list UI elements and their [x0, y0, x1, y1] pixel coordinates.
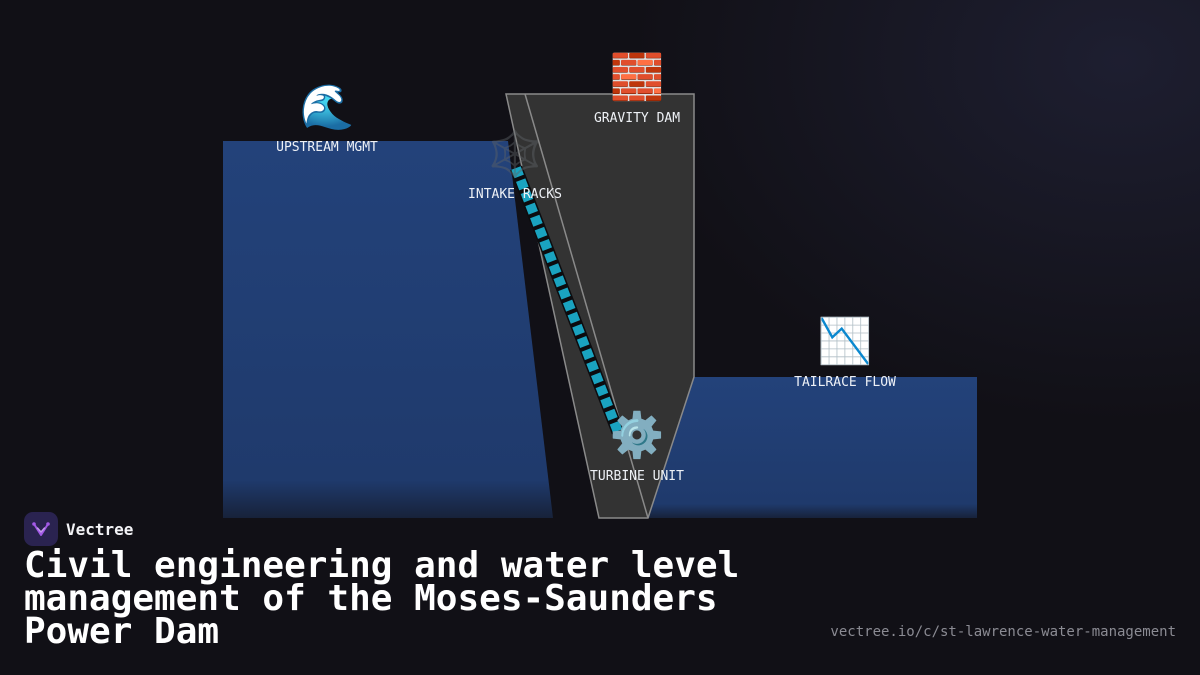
chart-decreasing-icon: 📉 [817, 316, 873, 367]
gravity-dam-body [505, 93, 695, 519]
dam-label: GRAVITY DAM [593, 111, 681, 126]
brand[interactable]: Vectree [24, 512, 133, 546]
gear-icon: ⚙️ [609, 410, 665, 461]
vectree-logo-icon [24, 512, 58, 546]
page-title: Civil engineering and water level manage… [24, 545, 740, 652]
web-icon: 🕸️ [487, 129, 543, 180]
upstream-label: UPSTREAM MGMT [276, 140, 378, 155]
wave-icon: 🌊 [299, 82, 355, 133]
penstock-flow [511, 166, 623, 434]
upstream-reservoir [223, 141, 553, 518]
intake-label: INTAKE RACKS [468, 187, 562, 202]
source-url[interactable]: vectree.io/c/st-lawrence-water-managemen… [830, 624, 1176, 640]
tailrace-label: TAILRACE FLOW [794, 375, 896, 390]
tailrace-water [648, 377, 977, 518]
turbine-label: TURBINE UNIT [590, 469, 684, 484]
dam-upstream-face [524, 93, 649, 519]
brick-icon: 🧱 [609, 52, 665, 103]
brand-name: Vectree [66, 519, 134, 539]
